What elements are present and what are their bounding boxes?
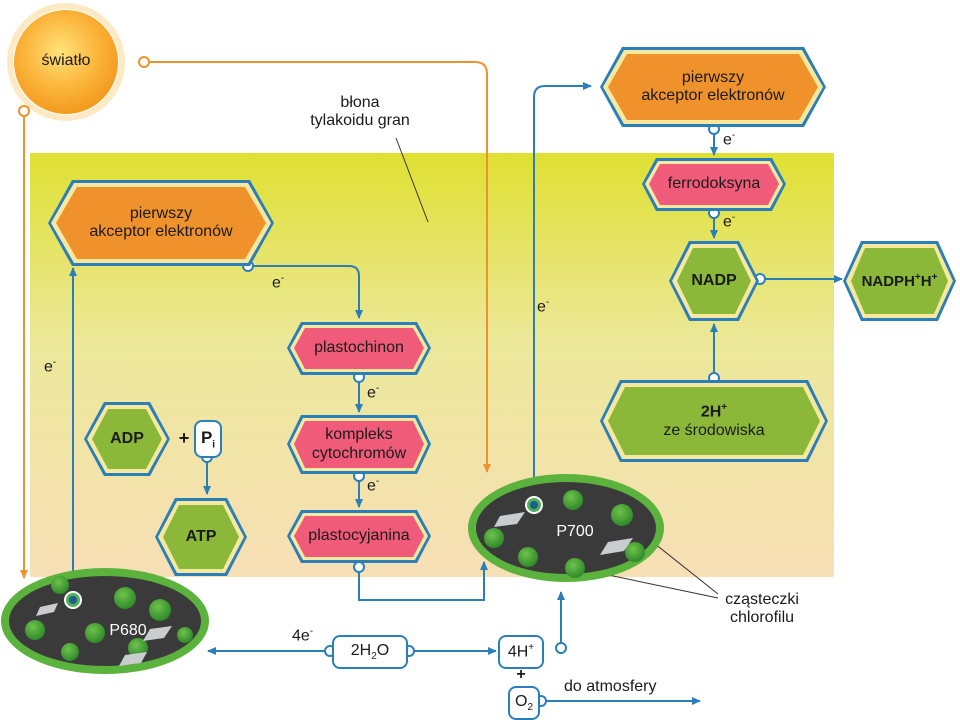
electron-label: e- — [367, 383, 380, 402]
adp-plus: + — [178, 428, 190, 448]
sun-icon — [14, 10, 118, 114]
electron-label: e- — [723, 130, 736, 149]
electron-label: e- — [537, 297, 550, 316]
water-box: 2H2O — [332, 635, 408, 669]
arrow-acceptor-plastochinon — [248, 265, 363, 319]
p680-photosystem — [1, 568, 209, 674]
electron-label: e- — [44, 357, 57, 376]
h-environment-node: 2H+ ze środowiska — [598, 378, 830, 464]
first-acceptor-left: pierwszy akceptor elektronów — [46, 178, 276, 268]
light-dot-left — [18, 105, 30, 117]
light-dot-right — [138, 56, 150, 68]
to-atmosphere-label: do atmosfery — [564, 678, 657, 695]
arrow-p700-acceptor — [533, 82, 592, 502]
arrow-plastocyanin-p700 — [358, 561, 488, 601]
p700-photosystem — [468, 474, 664, 582]
atp-node: ATP — [153, 496, 249, 578]
first-acceptor-right: pierwszy akceptor elektronów — [598, 45, 828, 129]
protons-box: 4H+ — [498, 635, 544, 669]
phosphate-box: Pi — [194, 420, 222, 458]
cytochrome-complex-node: kompleks cytochromów — [285, 413, 433, 476]
membrane-pointer — [395, 137, 429, 223]
light-label: światło — [41, 52, 91, 69]
dot-protons — [555, 642, 567, 654]
adp-node: ADP — [82, 400, 172, 478]
light-arrow-right — [147, 61, 491, 473]
electron-label: e- — [272, 273, 285, 292]
chlorophyll-label: cząsteczki chlorofilu — [725, 591, 799, 627]
p680-label: P680 — [109, 622, 147, 639]
ferredoxin-node: ferrodoksyna — [640, 156, 788, 213]
membrane-label: błona tylakoidu gran — [310, 94, 410, 130]
nadp-node: NADP — [667, 239, 761, 323]
electron-label: e- — [367, 476, 380, 495]
p700-label: P700 — [556, 523, 594, 540]
electron-label: e- — [723, 212, 736, 231]
protons-oxygen-plus: + — [516, 666, 526, 683]
plastochinon-node: plastochinon — [285, 320, 433, 377]
plastocyanin-node: plastocyjanina — [285, 508, 433, 565]
four-electron-label: 4e- — [292, 626, 314, 645]
nadph-node: NADPH+H+ — [841, 239, 958, 323]
oxygen-box: O2 — [508, 686, 540, 720]
